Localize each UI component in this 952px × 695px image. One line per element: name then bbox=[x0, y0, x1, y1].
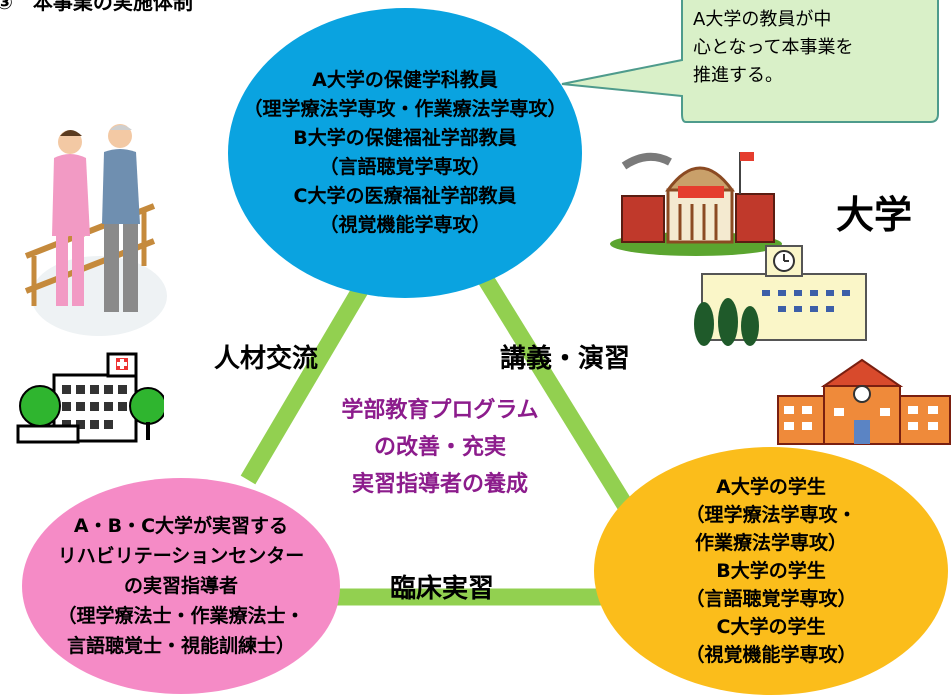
edge-label-lecture: 講義・演習 bbox=[500, 344, 631, 374]
section-header: ③ 本事業の実施体制 bbox=[0, 0, 193, 14]
supervisor-line: の実習指導者 bbox=[123, 575, 238, 597]
supervisor-line: （理学療法士・作業療法士・ bbox=[57, 605, 305, 627]
supervisor-line: 言語聴覚士・視能訓練士） bbox=[66, 635, 295, 657]
supervisor-line: リハビリテーションセンター bbox=[57, 545, 305, 567]
center-line: 実習指導者の養成 bbox=[351, 472, 528, 497]
school-building-icon bbox=[694, 245, 867, 346]
student-line: （言語聴覚学専攻） bbox=[685, 588, 857, 610]
callout-line: 推進する。 bbox=[693, 65, 783, 86]
callout-line: A大学の教員が中 bbox=[693, 9, 832, 30]
student-line: 作業療法学専攻） bbox=[694, 532, 847, 554]
university-label: 大学 bbox=[836, 193, 913, 237]
student-circle: A大学の学生 （理学療法学専攻・ 作業療法学専攻） B大学の学生 （言語聴覚学専… bbox=[594, 447, 948, 695]
faculty-line: B大学の保健福祉学部教員 bbox=[293, 127, 517, 149]
faculty-line: （視覚機能学専攻） bbox=[319, 214, 491, 236]
student-line: C大学の学生 bbox=[716, 616, 826, 638]
faculty-line: A大学の保健学科教員 bbox=[312, 69, 498, 91]
hospital-icon bbox=[16, 352, 164, 444]
supervisor-line: A・B・C大学が実習する bbox=[73, 515, 289, 537]
supervisor-circle: A・B・C大学が実習する リハビリテーションセンター の実習指導者 （理学療法士… bbox=[22, 478, 340, 694]
faculty-line: （理学療法学専攻・作業療法学専攻） bbox=[243, 98, 567, 120]
student-line: A大学の学生 bbox=[716, 476, 826, 498]
faculty-circle: A大学の保健学科教員 （理学療法学専攻・作業療法学専攻） B大学の保健福祉学部教… bbox=[228, 8, 582, 298]
callout-line: 心となって本事業を bbox=[693, 37, 854, 58]
rehab-patient-icon bbox=[24, 124, 167, 336]
college-building-icon bbox=[610, 152, 782, 256]
student-line: B大学の学生 bbox=[716, 560, 826, 582]
edge-label-practicum: 臨床実習 bbox=[390, 574, 495, 604]
edge-label-exchange: 人材交流 bbox=[214, 344, 319, 374]
center-line: の改善・充実 bbox=[373, 435, 506, 460]
center-line: 学部教育プログラム bbox=[341, 398, 539, 423]
faculty-line: C大学の医療福祉学部教員 bbox=[293, 185, 517, 207]
callout-text: A大学の教員が中 心となって本事業を 推進する。 bbox=[693, 6, 933, 90]
faculty-line: （言語聴覚学専攻） bbox=[319, 156, 491, 178]
center-goals: 学部教育プログラム の改善・充実 実習指導者の養成 bbox=[290, 392, 590, 503]
student-line: （視覚機能学専攻） bbox=[685, 644, 857, 666]
school-building-small-icon bbox=[777, 358, 951, 445]
student-line: （理学療法学専攻・ bbox=[685, 504, 857, 526]
